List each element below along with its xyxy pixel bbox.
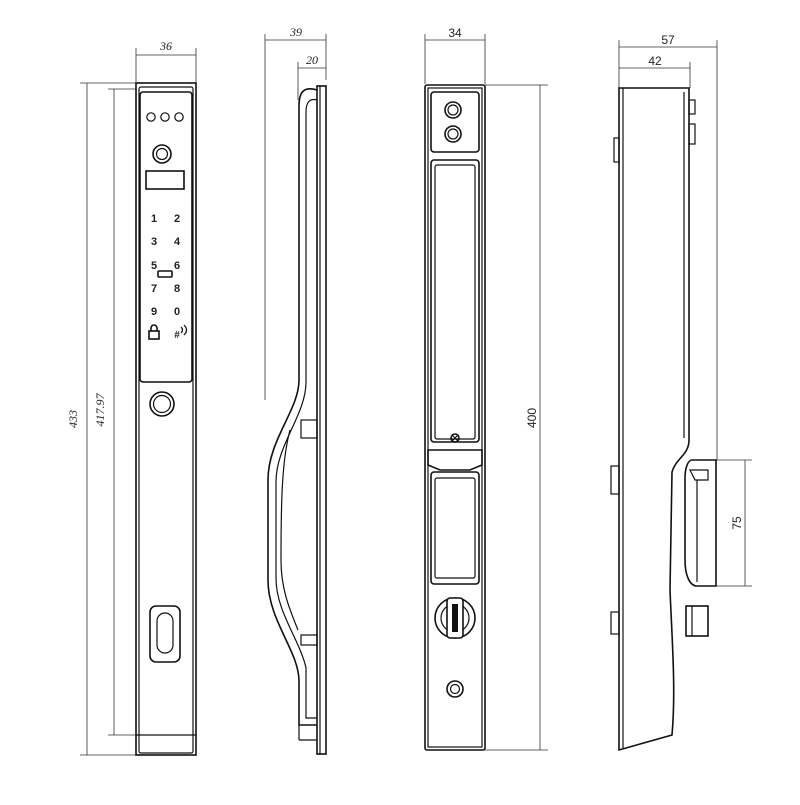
- front-body: [135, 82, 197, 756]
- indicator-led-3: [174, 112, 184, 122]
- thumb-turn-knob: [434, 597, 476, 639]
- dim-front-height-inner: 417.97: [93, 393, 107, 427]
- display-window: [145, 170, 185, 190]
- card-reader-icon: [157, 270, 173, 278]
- indicator-led-1: [146, 112, 156, 122]
- lock-icon: [148, 324, 160, 340]
- side-view: 39 20: [264, 25, 327, 755]
- back-top-knob-1: [444, 101, 462, 119]
- side-handle-profile: [267, 88, 318, 726]
- side-back-plate: [316, 85, 327, 755]
- key-1: 1: [151, 213, 157, 225]
- key-cylinder-cover: [149, 605, 181, 663]
- key-9: 9: [151, 306, 157, 318]
- camera-lens: [152, 144, 172, 164]
- dim-front-width: 36: [159, 39, 172, 53]
- key-5: 5: [151, 260, 157, 272]
- key-4: 4: [174, 236, 181, 248]
- back-view: 34 400: [424, 26, 548, 751]
- dim-right-depth-total: 57: [661, 33, 675, 47]
- dim-handle-height: 75: [730, 516, 744, 530]
- right-side-view: 57 42 75: [610, 33, 752, 752]
- key-2: 2: [174, 213, 180, 225]
- dim-side-depth-top: 20: [306, 53, 318, 67]
- back-handle: [430, 471, 480, 585]
- dim-back-width: 34: [448, 26, 462, 40]
- dim-front-height-total: 433: [66, 410, 80, 428]
- back-top-knob-2: [444, 125, 462, 143]
- nfc-hash-icon: #: [174, 324, 188, 341]
- battery-cover-screw: [450, 433, 460, 443]
- back-top-module: [430, 91, 480, 153]
- back-body: [424, 84, 486, 751]
- key-3: 3: [151, 236, 157, 248]
- dim-right-depth-top: 42: [648, 54, 662, 68]
- indicator-led-2: [160, 112, 170, 122]
- right-body: [618, 87, 690, 752]
- key-8: 8: [174, 283, 180, 295]
- keypad-panel: [139, 91, 193, 383]
- reset-button: [446, 680, 464, 698]
- keypad-keys: 1 2 3 4 5 6 7 8 9 0: [151, 213, 181, 318]
- dim-side-depth-total: 39: [289, 25, 302, 39]
- fingerprint-sensor: [149, 391, 175, 417]
- battery-cover: [430, 159, 480, 443]
- key-6: 6: [174, 260, 180, 272]
- dim-back-height: 400: [525, 408, 539, 428]
- front-view: 36 433 417.97 1 2 3 4 5 6 7: [66, 39, 197, 756]
- key-7: 7: [151, 283, 157, 295]
- right-thumb-turn: [685, 605, 709, 637]
- key-0: 0: [174, 306, 180, 318]
- svg-text:#: #: [174, 330, 180, 341]
- right-handle: [684, 459, 717, 587]
